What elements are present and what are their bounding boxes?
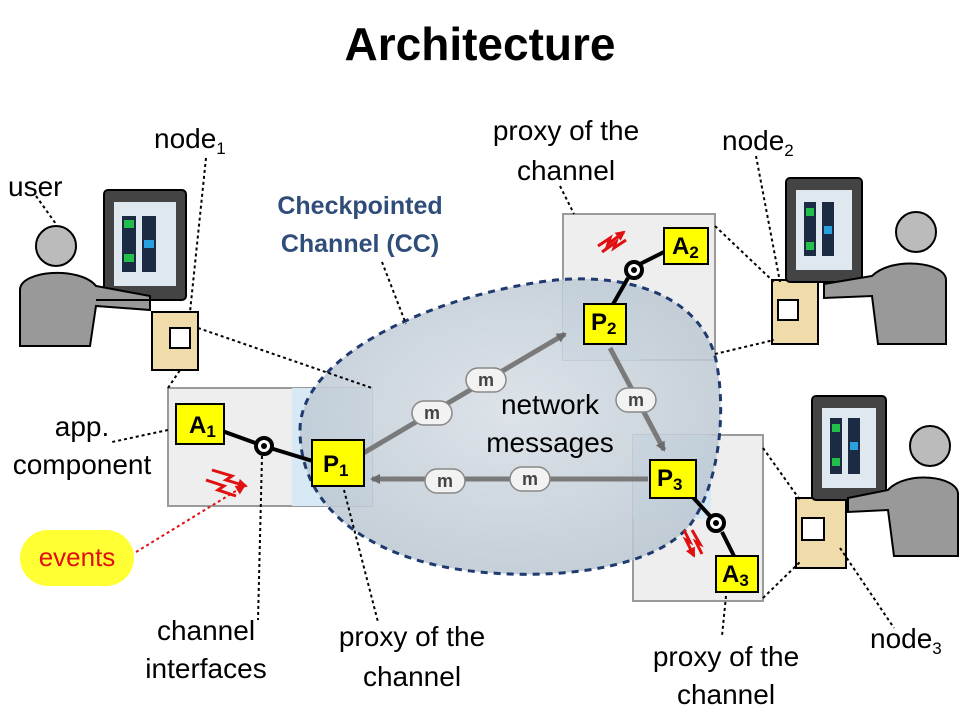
link-socket-a3 <box>720 531 736 557</box>
workstation-node2 <box>771 177 947 345</box>
events-bubble: events <box>20 530 134 586</box>
svg-text:P1: P1 <box>323 451 348 480</box>
channel-interface-icon <box>624 260 644 280</box>
proxy-top-label-2: channel <box>517 155 615 186</box>
message-bubble: m <box>465 367 507 393</box>
lightning-arrows-icon <box>597 230 627 254</box>
proxy-top-label-1: proxy of the <box>493 115 639 146</box>
message-label: m <box>437 471 453 491</box>
network-messages-label-2: messages <box>486 427 614 458</box>
proxy-bottom-label-2: channel <box>363 661 461 692</box>
proxy-right-label-1: proxy of the <box>653 641 799 672</box>
node3-label: node3 <box>870 623 942 658</box>
message-label: m <box>478 370 494 390</box>
checkpointed-channel-region <box>298 277 723 576</box>
component-subscript: 3 <box>739 571 748 590</box>
channel-interfaces-label-2: interfaces <box>145 653 266 684</box>
channel-interface-icon <box>706 513 726 533</box>
node-text: node <box>722 125 784 156</box>
node-text: node <box>870 623 932 654</box>
component-letter: P <box>323 451 339 478</box>
svg-text:P3: P3 <box>657 465 682 494</box>
message-bubble: m <box>615 387 657 413</box>
component-subscript: 2 <box>607 319 616 338</box>
link-socket-p2 <box>610 277 630 307</box>
message-label: m <box>522 469 538 489</box>
app-label-1: app. <box>55 411 110 442</box>
svg-text:A1: A1 <box>189 412 216 441</box>
lightning-arrows-icon <box>205 468 248 498</box>
message-bubble: m <box>411 400 453 426</box>
network-messages-label-1: network <box>501 389 600 420</box>
workstation-node3 <box>795 395 959 569</box>
component-subscript: 2 <box>689 243 698 262</box>
component-letter: A <box>722 561 739 588</box>
component-a3: A3 <box>715 555 759 593</box>
app-label-2: component <box>13 449 152 480</box>
link-socket-p1 <box>269 446 317 464</box>
component-p1: P1 <box>311 439 365 487</box>
component-letter: P <box>657 465 673 492</box>
arrow-p1-to-p2 <box>353 331 567 461</box>
message-label: m <box>424 403 440 423</box>
node2-label: node2 <box>722 125 794 160</box>
component-a1: A1 <box>175 403 225 445</box>
svg-text:A3: A3 <box>722 561 749 590</box>
message-label: m <box>628 390 644 410</box>
svg-text:P2: P2 <box>591 309 616 338</box>
node-subscript: 1 <box>216 139 225 158</box>
cc-label-2: Channel (CC) <box>281 230 439 258</box>
node-subscript: 2 <box>784 141 793 160</box>
node1-label: node1 <box>154 123 226 158</box>
channel-interface-icon <box>254 436 274 456</box>
component-subscript: 1 <box>339 461 348 480</box>
component-letter: A <box>189 412 206 439</box>
component-letter: P <box>591 309 607 336</box>
component-a2: A2 <box>663 227 709 265</box>
node-subscript: 3 <box>932 639 941 658</box>
svg-text:A2: A2 <box>672 233 699 262</box>
component-subscript: 3 <box>673 475 682 494</box>
workstation-node1 <box>19 189 199 371</box>
events-label: events <box>39 542 116 572</box>
page-title: Architecture <box>345 18 616 70</box>
channel-interfaces-label-1: channel <box>157 615 255 646</box>
node-text: node <box>154 123 216 154</box>
cc-label-1: Checkpointed <box>277 192 442 220</box>
message-bubble: m <box>509 466 551 492</box>
component-p3: P3 <box>649 459 697 499</box>
component-subscript: 1 <box>206 422 215 441</box>
lightning-arrows-icon <box>682 529 704 558</box>
component-p2: P2 <box>583 303 627 345</box>
proxy-bottom-label-1: proxy of the <box>339 621 485 652</box>
user-label: user <box>8 171 62 202</box>
leader-lines <box>35 155 895 637</box>
proxy-right-label-2: channel <box>677 679 775 710</box>
component-letter: A <box>672 233 689 260</box>
message-bubble: m <box>424 468 466 494</box>
